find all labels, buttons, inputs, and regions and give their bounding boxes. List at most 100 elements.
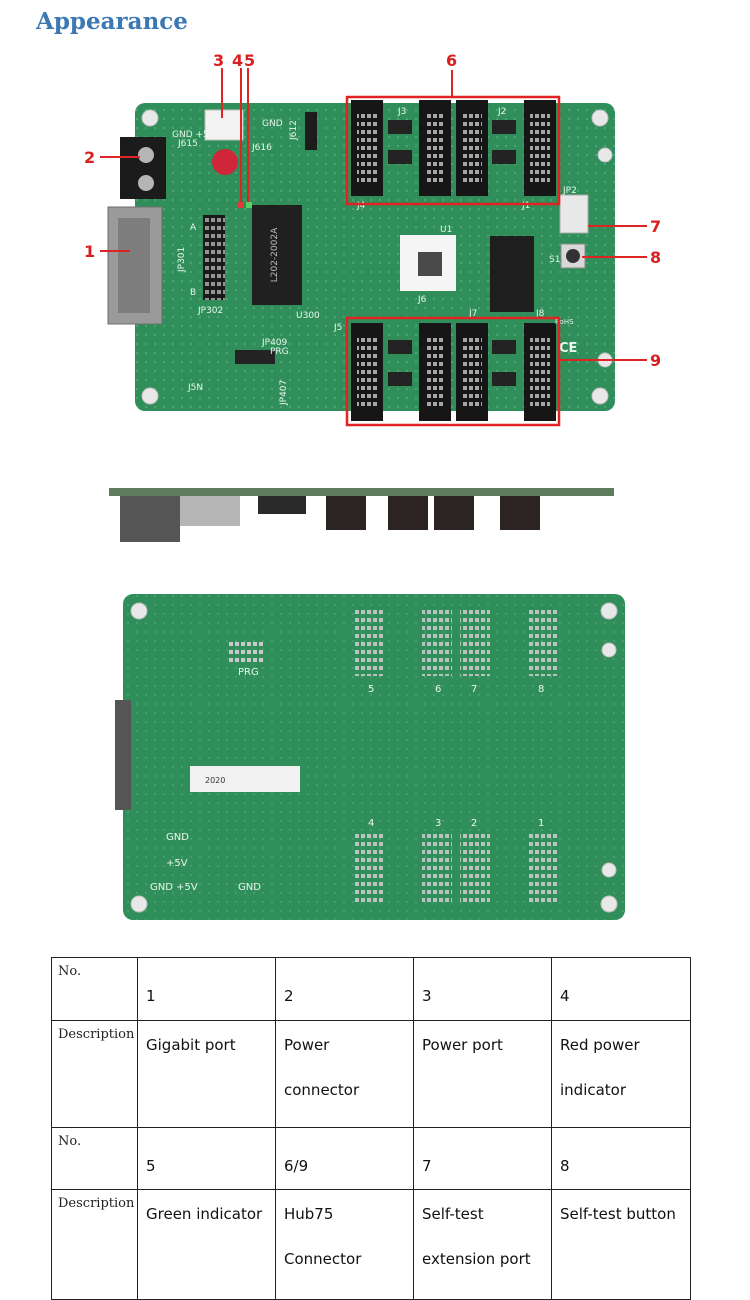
label-j5n: J5N	[187, 383, 203, 393]
label-gnd: GND	[262, 119, 283, 129]
label-j616: J616	[251, 143, 272, 153]
back-ethernet-edge	[115, 700, 131, 810]
header-no: No.	[51, 1127, 138, 1190]
callout-3: 3	[213, 51, 224, 70]
callout-1: 1	[84, 242, 95, 261]
board-back: PRG 5 6 7 8 4 3 2 1 GND +5V GND +5V GND …	[115, 594, 625, 920]
label-a: A	[190, 223, 197, 233]
label-prg: PRG	[270, 347, 289, 357]
back-label-8: 8	[538, 684, 544, 695]
callout-7: 7	[650, 217, 661, 236]
label-jp2: JP2	[562, 186, 577, 196]
label-jp407: JP407	[279, 380, 289, 406]
label-j7: J7	[468, 309, 477, 319]
table-row: No. 1 2 3 4	[51, 957, 691, 1021]
back-label-gnd-5v: GND +5V	[150, 882, 198, 893]
chip-label: L202-2002A	[270, 227, 280, 282]
callout-5: 5	[244, 51, 255, 70]
header-description: Description	[51, 1020, 138, 1128]
self-test-extension-port	[559, 194, 589, 234]
power-port	[204, 109, 244, 141]
label-rohs: RoHS	[555, 318, 574, 326]
chip-u-large	[490, 236, 534, 312]
highlight-box-9	[345, 316, 561, 427]
label-j612: J612	[289, 120, 299, 141]
back-label-6: 6	[435, 684, 441, 695]
num-cell: 6/9	[275, 1127, 414, 1190]
label-j1: J1	[521, 201, 530, 211]
label-j4: J4	[356, 201, 366, 211]
num-cell: 7	[413, 1127, 552, 1190]
desc-line: Hub75	[284, 1205, 334, 1223]
desc-cell: Red power indicator	[551, 1020, 691, 1128]
desc-line: Power	[284, 1036, 330, 1054]
desc-line: Power port	[422, 1036, 503, 1054]
board-front: L202-2002A	[84, 51, 661, 427]
back-label-year: 2020	[205, 776, 225, 785]
desc-line: connector	[284, 1081, 360, 1099]
desc-line: extension port	[422, 1250, 531, 1268]
label-j8: J8	[535, 309, 545, 319]
mounting-holes	[141, 109, 613, 405]
page-title: Appearance	[36, 8, 188, 35]
back-label-5: 5	[368, 684, 374, 695]
label-j3: J3	[397, 107, 406, 117]
red-power-indicator	[238, 202, 244, 208]
num-cell: 4	[551, 957, 691, 1021]
desc-line: Red power	[560, 1036, 640, 1054]
back-label-1: 1	[538, 818, 544, 829]
header-description: Description	[51, 1189, 138, 1300]
label-jp302: JP302	[197, 306, 223, 316]
back-label-7: 7	[471, 684, 477, 695]
label-j615: J615	[177, 139, 198, 149]
num-cell: 5	[137, 1127, 276, 1190]
num-cell: 3	[413, 957, 552, 1021]
desc-cell: Self-test button	[551, 1189, 691, 1300]
back-label-4: 4	[368, 818, 374, 829]
product-figures: L202-2002A	[84, 51, 661, 920]
callout-9: 9	[650, 351, 661, 370]
back-label-3: 3	[435, 818, 441, 829]
label-j2: J2	[497, 107, 506, 117]
desc-line: Green indicator	[146, 1205, 263, 1223]
desc-line: indicator	[560, 1081, 627, 1099]
header-no: No.	[51, 957, 138, 1021]
desc-line: Gigabit port	[146, 1036, 236, 1054]
desc-cell: Green indicator	[137, 1189, 276, 1300]
back-label-gnd2: GND	[238, 882, 261, 893]
label-j5: J5	[333, 323, 342, 333]
board-side-view	[109, 488, 614, 542]
label-ce: CE	[559, 341, 577, 356]
callout-2: 2	[84, 148, 95, 167]
label-jp409: JP409	[261, 338, 288, 348]
num-cell: 1	[137, 957, 276, 1021]
label-b: B	[190, 288, 196, 298]
callout-6: 6	[446, 51, 457, 70]
desc-cell: Self-test extension port	[413, 1189, 552, 1300]
back-label-2: 2	[471, 818, 477, 829]
desc-line: Self-test	[422, 1205, 484, 1223]
label-j6: J6	[417, 295, 427, 305]
desc-cell: Power port	[413, 1020, 552, 1128]
num-cell: 8	[551, 1127, 691, 1190]
callout-4: 4	[232, 51, 243, 70]
desc-cell: Gigabit port	[137, 1020, 276, 1128]
label-gnd-5v: GND +5V	[172, 130, 216, 140]
green-indicator	[246, 202, 252, 208]
label-u1: U1	[440, 225, 452, 235]
back-label-prg: PRG	[238, 667, 259, 678]
back-label-gnd: GND	[166, 832, 189, 843]
side-ethernet	[120, 496, 180, 542]
back-sticker	[190, 766, 300, 792]
desc-line: Connector	[284, 1250, 362, 1268]
label-jp301: JP301	[177, 247, 187, 273]
desc-cell: Power connector	[275, 1020, 414, 1128]
desc-line: Self-test button	[560, 1205, 676, 1223]
back-label-5v: +5V	[166, 858, 188, 869]
callout-8: 8	[650, 248, 661, 267]
label-u300: U300	[296, 311, 320, 321]
capacitor	[212, 149, 238, 175]
